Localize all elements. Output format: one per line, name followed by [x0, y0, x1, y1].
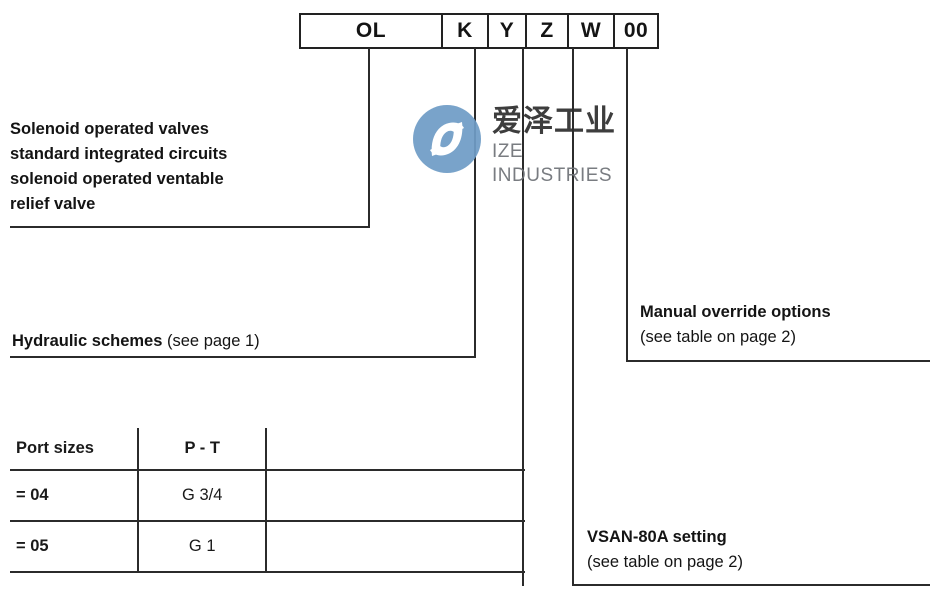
leader-line-z-vertical [572, 48, 574, 586]
table-cell-port-05: = 05 [10, 521, 140, 573]
product-description-line-1: Solenoid operated valves [10, 120, 209, 138]
leader-line-k-vertical [474, 48, 476, 358]
table-header-blank [265, 428, 525, 471]
code-box-ol: OL [299, 13, 443, 49]
logo-text-block: 爱泽工业 IZE INDUSTRIES [492, 104, 637, 188]
table-row: = 05 G 1 [10, 521, 525, 573]
table-row: = 04 G 3/4 [10, 470, 525, 522]
table-cell-blank-05 [265, 521, 525, 573]
table-cell-size-04: G 3/4 [138, 470, 267, 522]
port-sizes-table: Port sizes P - T = 04 G 3/4 = 05 G 1 [10, 428, 525, 573]
callout-product-description: Solenoid operated valves standard integr… [10, 117, 227, 217]
leader-line-w-vertical [626, 48, 628, 362]
product-description-line-2: standard integrated circuits [10, 145, 228, 163]
vsan-setting-label: VSAN-80A setting [587, 528, 727, 546]
product-description-line-3: solenoid operated ventable [10, 170, 224, 188]
code-box-k: K [441, 13, 489, 49]
callout-vsan-setting: VSAN-80A setting (see table on page 2) [587, 525, 743, 575]
leader-line-z-horizontal [572, 584, 930, 586]
hydraulic-schemes-note: (see page 1) [162, 332, 260, 350]
logo-brand-en: IZE INDUSTRIES [492, 141, 613, 186]
leader-line-w-horizontal [626, 360, 930, 362]
code-box-z: Z [525, 13, 569, 49]
callout-manual-override: Manual override options (see table on pa… [640, 300, 831, 350]
ize-logo-icon [413, 105, 481, 173]
table-cell-blank-04 [265, 470, 525, 522]
code-box-00: 00 [613, 13, 659, 49]
table-header-row: Port sizes P - T [10, 428, 525, 471]
table-header-pt: P - T [138, 428, 267, 471]
logo-brand-cn: 爱泽工业 [492, 104, 616, 139]
product-description-line-4: relief valve [10, 195, 96, 213]
manual-override-note: (see table on page 2) [640, 328, 796, 346]
leader-line-y-vertical [522, 48, 524, 586]
table-cell-size-05: G 1 [138, 521, 267, 573]
watermark-logo: 爱泽工业 IZE INDUSTRIES [412, 104, 632, 186]
manual-override-label: Manual override options [640, 303, 831, 321]
code-box-y: Y [487, 13, 527, 49]
callout-hydraulic-schemes: Hydraulic schemes (see page 1) [12, 329, 260, 354]
table-header-port-sizes: Port sizes [10, 428, 140, 471]
leader-line-k-horizontal [10, 356, 476, 358]
code-box-w: W [567, 13, 615, 49]
vsan-setting-note: (see table on page 2) [587, 553, 743, 571]
leader-line-ol-horizontal [10, 226, 370, 228]
table-cell-port-04: = 04 [10, 470, 140, 522]
leader-line-ol-vertical [368, 48, 370, 228]
ordering-code-row: OL K Y Z W 00 [299, 13, 659, 49]
hydraulic-schemes-label: Hydraulic schemes [12, 332, 163, 350]
